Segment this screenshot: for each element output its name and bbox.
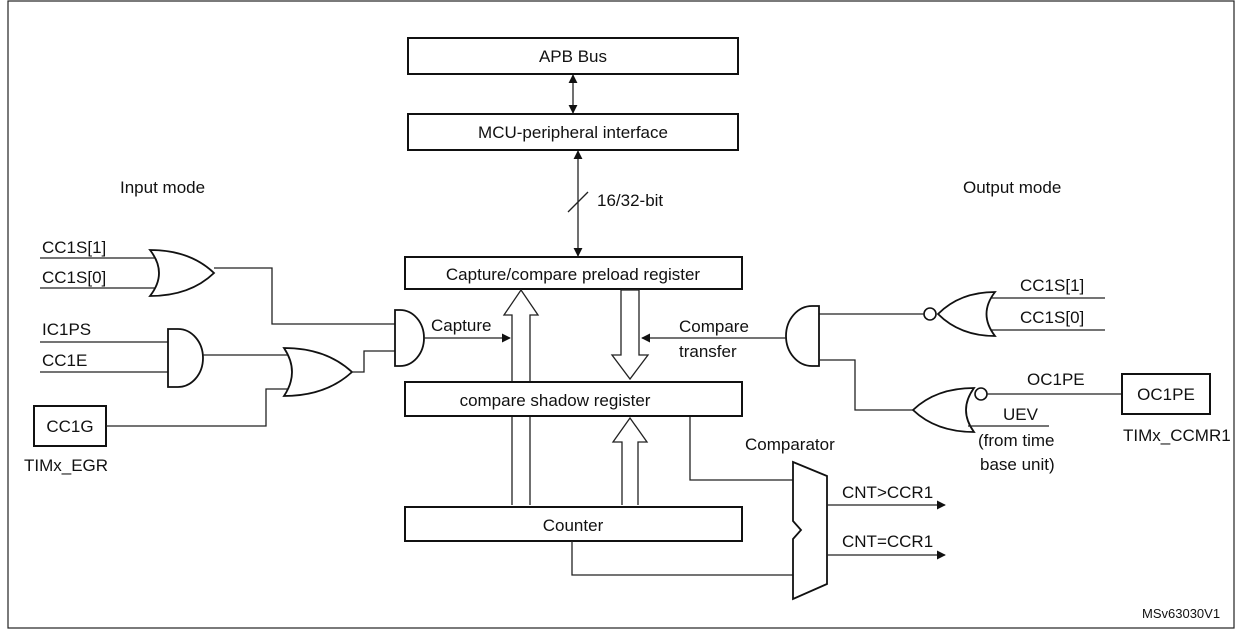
- counter-to-shadow-arrow: [611, 416, 649, 505]
- capture-label: Capture: [431, 316, 491, 335]
- and-gate-ic1ps: [167, 328, 204, 388]
- cc1s0-out-label: CC1S[0]: [1020, 308, 1084, 327]
- uev-note-line2: base unit): [980, 455, 1055, 474]
- comparator-label: Comparator: [745, 435, 835, 454]
- input-mode-label: Input mode: [120, 178, 205, 197]
- cc1e-label: CC1E: [42, 351, 87, 370]
- cc1g-block: CC1G: [33, 405, 107, 447]
- nor-gate-output-select-bubble: [923, 307, 937, 321]
- counter-label: Counter: [543, 516, 604, 535]
- oc1pe-block-label: OC1PE: [1137, 385, 1195, 404]
- mcu-interface-block: MCU-peripheral interface: [407, 113, 739, 151]
- apb-bus-label: APB Bus: [539, 47, 607, 66]
- cc1s1-out-label: CC1S[1]: [1020, 276, 1084, 295]
- preload-to-shadow-arrow: [610, 289, 650, 381]
- comparator-block: [792, 460, 828, 601]
- bus-width-slash: [567, 191, 589, 213]
- cc1s0-in-label: CC1S[0]: [42, 268, 106, 287]
- shadow-register-label: compare shadow register: [460, 391, 651, 410]
- nor-gate-output-select: [936, 291, 997, 337]
- cc1g-label: CC1G: [46, 417, 93, 436]
- oc1pe-signal-label: OC1PE: [1027, 370, 1085, 389]
- timx-egr-label: TIMx_EGR: [24, 456, 108, 475]
- apb-bus-block: APB Bus: [407, 37, 739, 75]
- or-gate-capture-trigger: [282, 347, 354, 397]
- or-gate-input-select: [148, 249, 216, 297]
- nor-gate-preload-enable-bubble: [974, 387, 988, 401]
- and-gate-compare-transfer: [785, 305, 820, 367]
- compare-label-line1: Compare: [679, 317, 749, 336]
- and-gate-capture: [394, 309, 425, 367]
- figure-frame: [7, 0, 1235, 629]
- bus-width-label: 16/32-bit: [597, 191, 663, 210]
- cnt-gt-label: CNT>CCR1: [842, 483, 933, 502]
- timx-ccmr1-label: TIMx_CCMR1: [1123, 426, 1231, 445]
- preload-register-label: Capture/compare preload register: [446, 265, 701, 284]
- cc1s1-in-label: CC1S[1]: [42, 238, 106, 257]
- oc1pe-block: OC1PE: [1121, 373, 1211, 415]
- ic1ps-label: IC1PS: [42, 320, 91, 339]
- uev-label: UEV: [1003, 405, 1039, 424]
- nor-gate-preload-enable: [911, 387, 976, 433]
- figure-reference-label: MSv63030V1: [1142, 606, 1220, 621]
- compare-label-line2: transfer: [679, 342, 737, 361]
- shadow-register-block: compare shadow register: [404, 381, 743, 417]
- counter-block: Counter: [404, 506, 743, 542]
- preload-register-block: Capture/compare preload register: [404, 256, 743, 290]
- mcu-interface-label: MCU-peripheral interface: [478, 123, 668, 142]
- uev-note-line1: (from time: [978, 431, 1055, 450]
- cnt-eq-label: CNT=CCR1: [842, 532, 933, 551]
- output-mode-label: Output mode: [963, 178, 1061, 197]
